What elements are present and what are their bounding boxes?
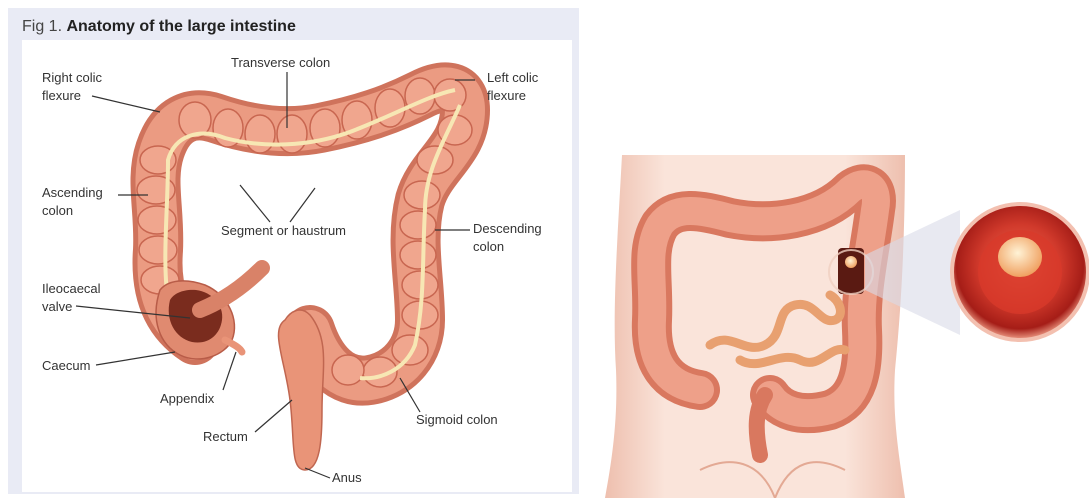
label-rectum: Rectum — [203, 429, 248, 444]
label-descending-colon-line1: Descending — [473, 221, 542, 236]
label-ascending-colon-line2: colon — [42, 203, 73, 218]
label-transverse-colon: Transverse colon — [231, 55, 330, 70]
torso-illustration — [605, 155, 1088, 498]
label-ascending-colon-line1: Ascending — [42, 185, 103, 200]
label-right-colic-flexure-line1: Right colic — [42, 70, 102, 85]
label-left-colic-flexure-line2: flexure — [487, 88, 526, 103]
label-segment-haustrum: Segment or haustrum — [221, 223, 346, 238]
torso-rectum — [757, 395, 765, 455]
label-caecum: Caecum — [42, 358, 90, 373]
label-ileocaecal-valve-line1: Ileocaecal — [42, 281, 101, 296]
label-ileocaecal-valve-line2: valve — [42, 299, 72, 314]
tumor-small — [845, 256, 857, 268]
label-descending-colon-line2: colon — [473, 239, 504, 254]
rectum — [279, 310, 324, 470]
label-sigmoid-colon: Sigmoid colon — [416, 412, 498, 427]
label-appendix: Appendix — [160, 391, 215, 406]
tumor-site-marker — [838, 248, 864, 294]
label-anus: Anus — [332, 470, 362, 485]
zoom-tumor — [998, 237, 1042, 277]
label-left-colic-flexure-line1: Left colic — [487, 70, 539, 85]
label-right-colic-flexure-line2: flexure — [42, 88, 81, 103]
